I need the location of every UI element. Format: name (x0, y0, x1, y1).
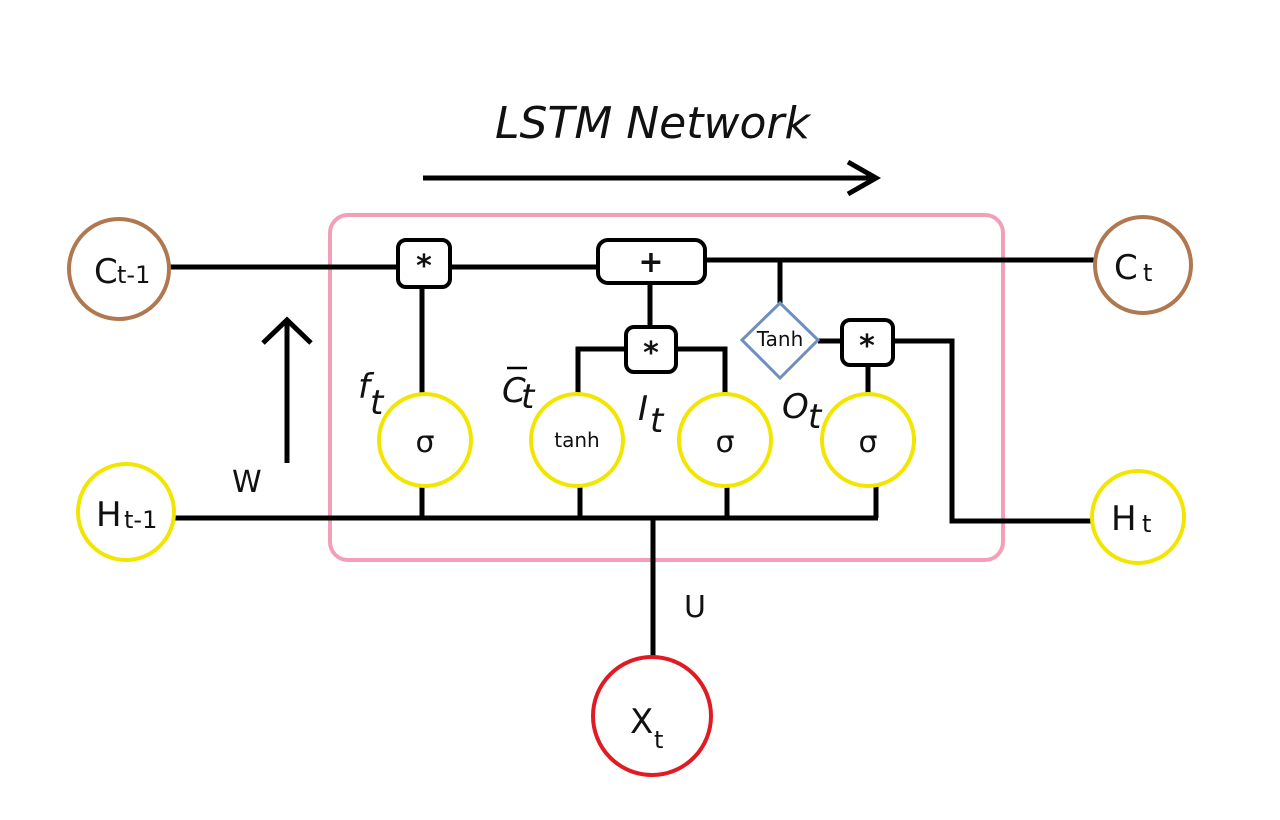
output-gate: σ (820, 392, 916, 488)
svg-text:+: + (638, 245, 663, 280)
svg-text:t: t (1143, 259, 1152, 287)
svg-text:t: t (521, 377, 536, 417)
svg-text:t: t (650, 401, 665, 441)
forget-gate: σ (377, 392, 473, 488)
svg-text:C: C (1114, 248, 1138, 288)
mul-forget-op: * (396, 238, 452, 289)
svg-text:I: I (638, 389, 648, 429)
x-t-node: X t (591, 655, 713, 777)
h-t-node: H t (1090, 469, 1186, 565)
c-t-node: C t (1093, 215, 1193, 315)
svg-text:t: t (1142, 510, 1151, 538)
gate-wires (419, 260, 1093, 524)
svg-text:σ: σ (415, 425, 434, 460)
input-gate-label: I t (638, 389, 665, 441)
candidate-gate-label: C t (502, 366, 536, 417)
h-prev-node: H t-1 (76, 462, 176, 562)
svg-text:*: * (859, 329, 875, 364)
output-gate-label: O t (782, 387, 823, 437)
svg-text:X: X (630, 702, 653, 742)
add-op: + (596, 238, 707, 285)
svg-text:t: t (808, 397, 823, 437)
diagram-title: LSTM Network (495, 98, 812, 149)
svg-text:σ: σ (858, 425, 877, 460)
w-label: W (232, 465, 262, 500)
mul-output-op: * (840, 318, 895, 367)
svg-text:O: O (782, 387, 809, 427)
mul-input-op: * (624, 325, 678, 374)
direction-arrow (423, 159, 882, 197)
candidate-gate: tanh (529, 392, 625, 488)
svg-text:Tanh: Tanh (756, 327, 804, 351)
svg-text:H: H (1111, 499, 1137, 539)
tanh-diamond: Tanh (739, 300, 821, 381)
svg-text:tanh: tanh (554, 428, 599, 452)
svg-text:t-1: t-1 (117, 261, 150, 289)
w-arrow (261, 316, 313, 463)
svg-text:C: C (502, 371, 526, 411)
lstm-cell-box (328, 213, 1005, 562)
hidden-bus (175, 485, 879, 660)
svg-text:*: * (416, 249, 432, 284)
u-label: U (684, 590, 706, 625)
svg-text:*: * (643, 336, 659, 371)
svg-text:C: C (94, 252, 118, 292)
forget-gate-label: f t (358, 367, 385, 423)
svg-text:t: t (370, 383, 385, 423)
svg-text:σ: σ (715, 425, 734, 460)
cell-state-line (170, 257, 1098, 270)
svg-text:H: H (96, 495, 122, 535)
c-prev-node: C t-1 (67, 217, 171, 321)
svg-text:t: t (654, 726, 663, 754)
input-gate: σ (677, 392, 773, 488)
svg-text:t-1: t-1 (124, 506, 157, 534)
